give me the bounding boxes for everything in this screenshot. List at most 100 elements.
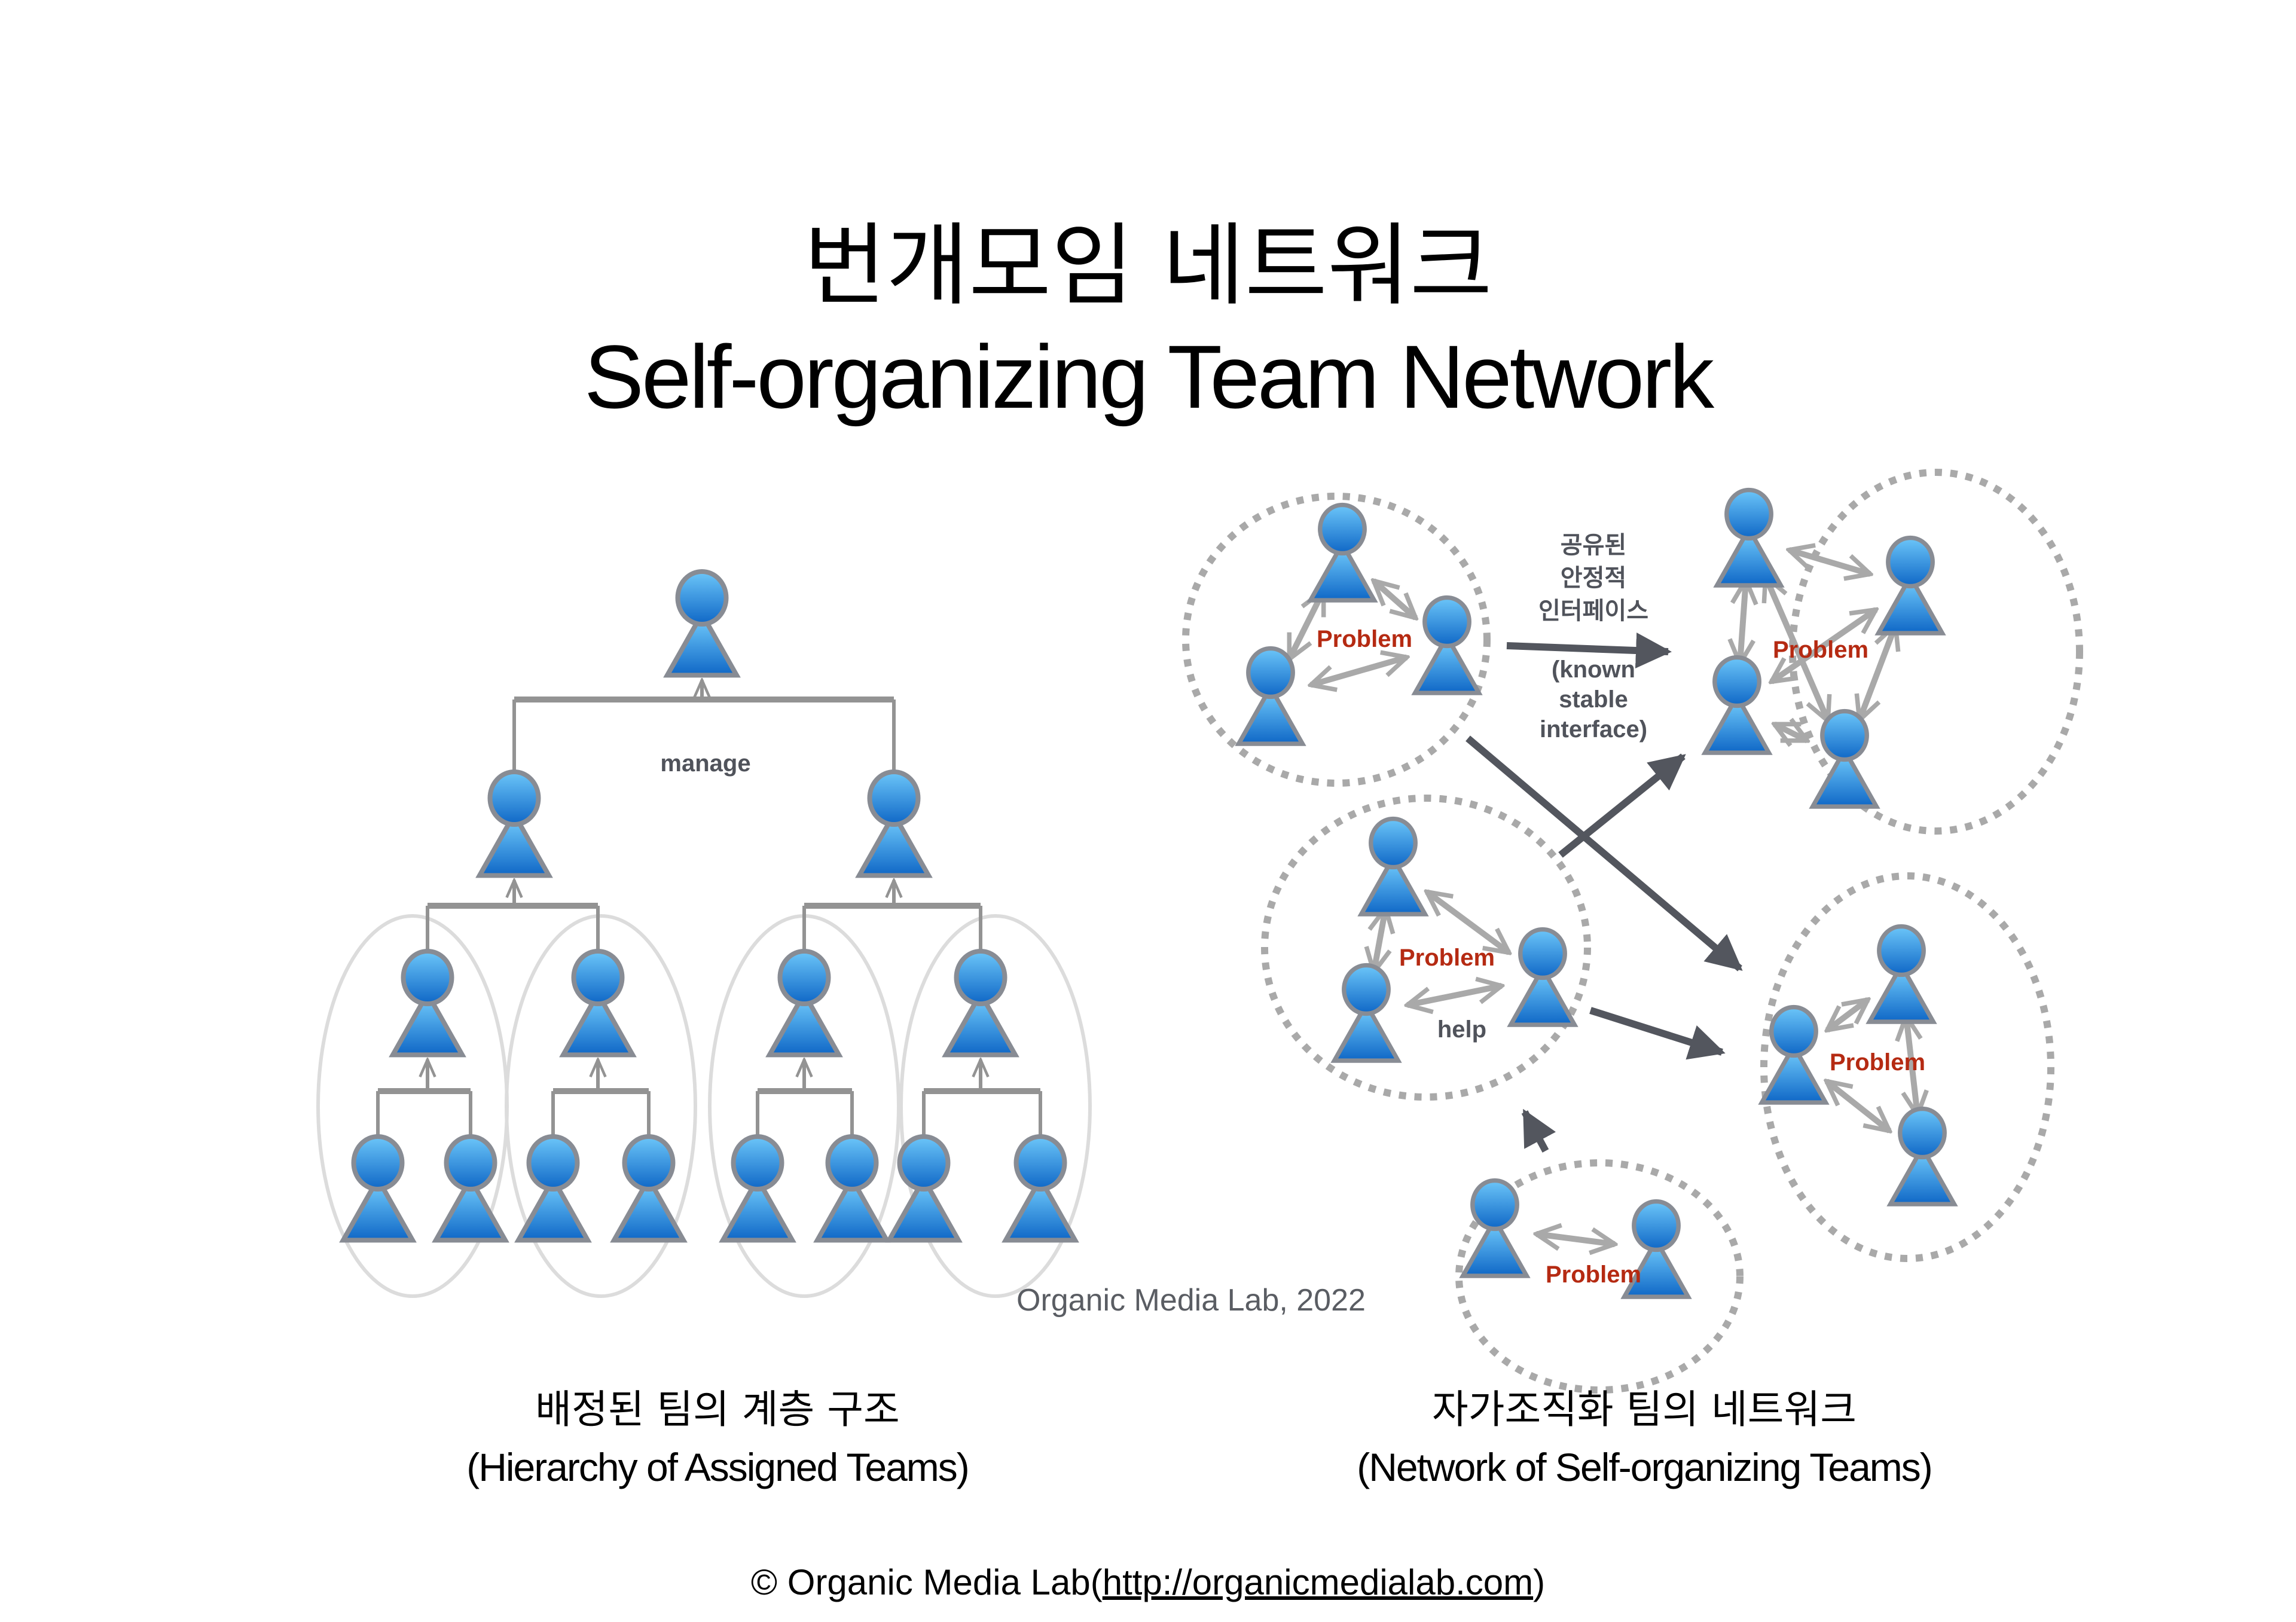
interface-label-en-2: stable [1559,686,1628,713]
interface-label-en-1: (known [1552,656,1635,683]
person-head [954,949,1007,1006]
person-body [942,997,1019,1058]
person-icon [855,769,933,878]
person-head [1518,927,1567,980]
collab-arrow [1827,1081,1889,1131]
person-body [610,1183,688,1243]
person-body [514,1183,592,1243]
person-icon [719,1134,796,1243]
hierarchy-caption-english: (Hierarchy of Assigned Teams) [466,1445,969,1489]
person-head [1877,924,1926,978]
cluster-boundary-middle-left [1261,795,1591,1101]
person-head [444,1134,497,1192]
person-icon [942,949,1019,1058]
person-head [487,769,541,827]
collab-arrow [1789,550,1870,574]
collab-arrow [1775,724,1808,740]
person-icon [1459,1178,1531,1278]
person-body [885,1183,963,1243]
person-head [777,949,831,1006]
hierarchy-caption-korean: 배정된 팀의 계층 구조 [535,1386,900,1432]
person-body [1758,1049,1830,1105]
person-head [825,1134,879,1192]
problem-label: Problem [1317,626,1412,652]
collab-arrow [1827,1000,1868,1030]
network-caption: 자가조직화 팀의 네트워크 (Network of Self-organizin… [1315,1381,1973,1496]
cluster-boundary-bottom [1455,1159,1744,1394]
person-head [1470,1178,1519,1232]
credit-year-label: Organic Media Lab, 2022 [1016,1283,1366,1318]
help-arrow-to-middle-right [1589,1007,1726,1060]
cluster-boundary-middle-right [1760,872,2054,1262]
interface-label-ko-2: 안정적 [1561,565,1626,591]
person-icon [1701,655,1773,755]
footer-link[interactable]: http://organicmedialab.com [1102,1562,1534,1602]
collab-arrow [1860,625,1895,720]
cluster-boundary-top-left [1182,493,1491,787]
collab-arrow [1373,581,1415,618]
person-icon [475,769,553,878]
person-body [1886,1151,1958,1206]
network-people [1235,487,1958,1299]
interface-label-ko-1: 공유된 [1561,532,1626,558]
person-head [1246,646,1295,699]
person-icon [813,1134,891,1243]
collab-arrow [1906,1016,1918,1116]
hierarchy-caption: 배정된 팀의 계층 구조 (Hierarchy of Assigned Team… [419,1381,1016,1496]
person-icon [1620,1199,1692,1299]
manage-label: manage [660,750,750,777]
copyright-footer: © Organic Media Lab(http://organicmedial… [0,1562,2296,1603]
person-head [897,1134,951,1192]
collab-arrow [1407,986,1502,1005]
person-icon [1874,535,1946,636]
person-head [1724,487,1773,541]
team-group-ellipse [505,914,697,1298]
network-inter-cluster-arrows [1465,633,1743,1153]
person-head [1820,708,1869,762]
person-body [1874,580,1946,636]
person-head [401,949,454,1006]
person-head [731,1134,784,1192]
problem-label: Problem [1399,945,1495,971]
person-icon [1306,502,1378,603]
person-icon [1357,816,1429,917]
hierarchy-connectors [376,680,1042,1137]
problem-label: Problem [1830,1049,1925,1076]
footer-suffix: ) [1533,1562,1546,1602]
person-head [1318,502,1367,556]
person-icon [514,1134,592,1243]
person-icon [765,949,843,1058]
person-body [1357,861,1429,917]
page-title-english: Self-organizing Team Network [584,326,1714,427]
person-body [389,997,466,1058]
person-head [571,949,625,1006]
person-body [1330,1007,1402,1063]
cross-arrow-to-top-right [1558,753,1686,858]
person-head [1422,595,1471,649]
problem-label: Problem [1546,1261,1641,1288]
problem-label: Problem [1773,637,1868,663]
person-icon [389,949,466,1058]
person-icon [663,569,741,678]
person-body [1235,691,1306,746]
person-body [663,618,741,678]
person-icon [1411,595,1483,695]
collab-arrow [1536,1234,1614,1244]
person-icon [1809,708,1880,809]
cross-arrow-to-middle-right [1465,735,1743,972]
network-caption-korean: 자가조직화 팀의 네트워크 [1432,1386,1857,1432]
person-body [813,1183,891,1243]
person-body [1713,532,1785,588]
footer-prefix: © Organic Media Lab( [750,1562,1103,1602]
person-body [559,997,637,1058]
arrow-from-bottom-cluster [1521,1108,1556,1153]
person-icon [1886,1106,1958,1206]
person-head [1369,816,1418,870]
person-body [1306,547,1378,603]
person-head [1769,1004,1818,1058]
person-icon [1002,1134,1079,1243]
person-icon [559,949,637,1058]
person-body [1866,969,1937,1024]
